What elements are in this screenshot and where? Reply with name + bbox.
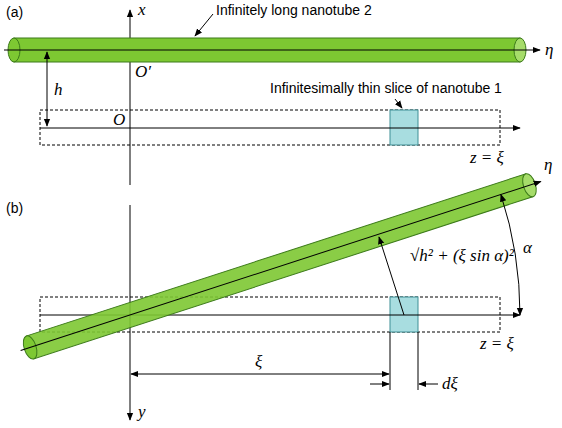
h-dimension: [47, 52, 48, 126]
dxi-dimension: [419, 384, 438, 385]
eta-axis: [4, 50, 540, 51]
axis-label: x: [138, 0, 146, 20]
axis-label: y: [138, 402, 146, 422]
origin-label: O: [113, 110, 125, 130]
axis-label: z = ξ: [470, 148, 504, 168]
leader-line: [195, 14, 213, 36]
dimension-label: ξ: [255, 352, 262, 372]
part-label: Infinitely long nanotube 2: [216, 2, 372, 18]
eta-axis: [21, 182, 541, 351]
axis-label: η: [545, 40, 553, 60]
dxi-dimension: [370, 384, 389, 385]
axis-label: η: [544, 155, 552, 175]
distance-arrow: [379, 237, 404, 315]
panel-label: (a): [6, 4, 23, 20]
extension-line: [418, 332, 419, 390]
nanotube-2-tilted: [17, 170, 545, 362]
x-axis: [130, 10, 131, 185]
panel-label: (b): [6, 200, 23, 216]
dimension-label: dξ: [442, 374, 458, 394]
xi-dimension: [131, 374, 389, 375]
extension-line: [390, 332, 391, 390]
part-label: Infinitesimally thin slice of nanotube 1: [270, 80, 502, 96]
dimension-label: √h² + (ξ sin α)²: [410, 246, 514, 266]
leader-line: [395, 99, 402, 108]
origin-label: O′: [135, 62, 151, 82]
z-axis: [40, 128, 520, 129]
angle-label: α: [523, 238, 532, 258]
dimension-label: h: [54, 80, 63, 100]
axis-label: z = ξ: [480, 334, 514, 354]
